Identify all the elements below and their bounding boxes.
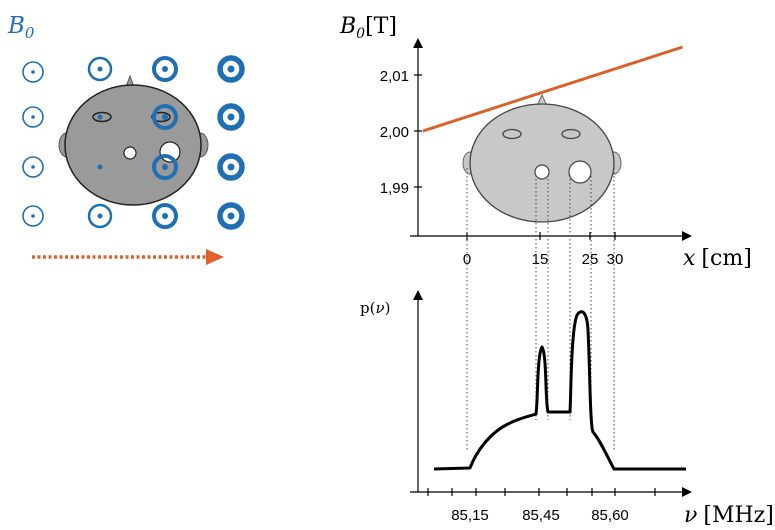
top-plot: B0[T] 2,01 2,00 1,99 0 15 25 30 x[cm] <box>339 14 752 271</box>
left-panel: B0 <box>7 13 245 265</box>
field-circle <box>22 205 44 227</box>
field-label: B0 <box>7 13 35 42</box>
top-x-label: x[cm] <box>683 246 752 271</box>
field-column-3 <box>152 56 178 229</box>
field-circle <box>152 154 178 180</box>
field-circle <box>22 61 44 83</box>
bottom-plot: p(ν) 85,15 85,45 85,60 ν[MHz] <box>360 290 774 528</box>
field-circle <box>22 156 44 178</box>
top-x-tick-label: 25 <box>582 251 599 268</box>
top-x-tick-label: 0 <box>463 251 471 268</box>
head-illustration-left <box>58 74 209 206</box>
bottom-x-tick-label: 85,60 <box>591 507 629 524</box>
bottom-x-tick-label: 85,45 <box>522 507 560 524</box>
bottom-x-label: ν[MHz] <box>684 503 774 528</box>
field-circle <box>217 202 245 230</box>
field-circle <box>87 56 113 82</box>
top-y-tick-label: 1,99 <box>380 180 409 197</box>
top-x-tick-label: 15 <box>532 251 549 268</box>
bottom-x-tick-label: 85,15 <box>451 507 489 524</box>
top-y-tick-label: 2,01 <box>380 68 409 85</box>
bottom-y-label: p(ν) <box>360 299 390 317</box>
spectrum-curve <box>433 310 686 471</box>
top-y-tick-label: 2,00 <box>380 124 409 141</box>
field-column-1 <box>22 61 44 227</box>
gradient-arrow <box>32 249 224 265</box>
field-circle <box>22 106 44 128</box>
top-y-label: B0[T] <box>339 14 397 42</box>
field-circle <box>152 56 178 82</box>
field-strength-line <box>422 45 684 133</box>
field-column-4 <box>217 55 245 230</box>
head-illustration-right <box>462 93 622 223</box>
field-circle <box>217 103 245 131</box>
field-circle <box>87 203 113 229</box>
field-circle <box>217 153 245 181</box>
field-circle <box>152 104 178 130</box>
field-circle <box>152 203 178 229</box>
field-circle <box>217 55 245 83</box>
top-x-tick-label: 30 <box>607 251 624 268</box>
